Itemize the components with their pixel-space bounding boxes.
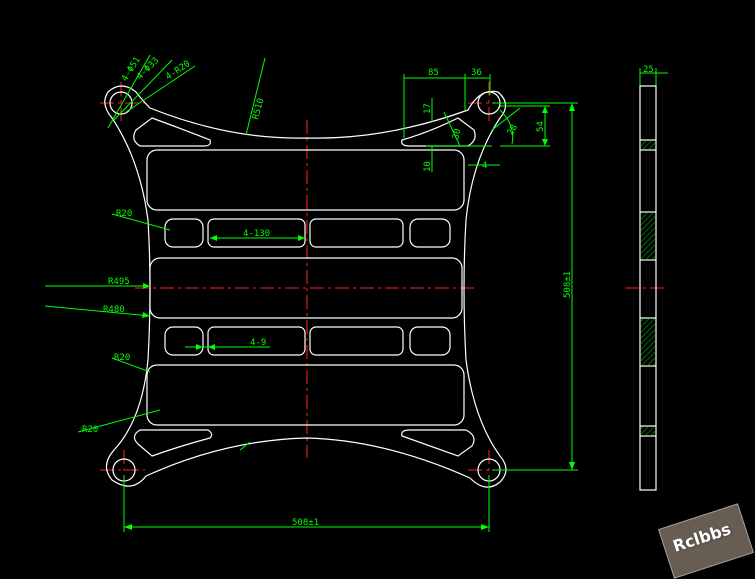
label-r20-lower: R20 (82, 425, 98, 435)
hole-top-left (109, 91, 133, 115)
label-d17: 17 (423, 103, 433, 114)
label-d54: 54 (536, 121, 546, 132)
label-r510: R510 (251, 97, 266, 121)
label-r20-mid: R20 (114, 353, 130, 363)
label-height: 508±1 (563, 271, 573, 298)
slot-small-1d (409, 218, 451, 248)
label-d36: 36 (471, 68, 482, 78)
label-d28: 28 (506, 123, 520, 137)
slot-small-2c (309, 326, 404, 356)
arrow-r480 (142, 312, 150, 318)
cutout-top-right (401, 117, 476, 147)
dim-28-leader (491, 107, 521, 131)
arrow-54-top (542, 106, 548, 113)
arrow-130-right (298, 235, 305, 241)
leader-hole-dia2 (113, 59, 173, 121)
leader-r20-mid (111, 357, 151, 373)
leader-r510 (245, 57, 266, 136)
arrow-r495 (143, 283, 150, 289)
leader-r20-upper (111, 213, 171, 231)
arrow-54-bot (542, 139, 548, 146)
dimension-labels: 4-Φ51 4-Φ33 4-R20 R510 85 36 17 30 10 54… (82, 55, 654, 528)
label-r495: R495 (108, 277, 130, 287)
arrow-width-left (124, 524, 132, 530)
leader-bottom-arc (239, 441, 251, 451)
hatch-section-2 (641, 212, 655, 260)
slot-small-2b (207, 326, 306, 356)
arrow-width-right (481, 524, 489, 530)
cutout-bottom-right (401, 429, 475, 457)
cutout-top-left (133, 117, 211, 147)
label-d10: 10 (423, 161, 433, 172)
slot-middle-large (149, 257, 463, 319)
arrow-9-left (196, 344, 203, 350)
slot-lower-large (146, 364, 465, 426)
label-slot-9: 4-9 (250, 338, 266, 348)
label-r480: R480 (103, 305, 125, 315)
slot-small-1a (164, 218, 204, 248)
slot-small-2d (409, 326, 451, 356)
label-d4: 4 (482, 161, 487, 171)
slot-small-1c (309, 218, 404, 248)
hatch-section-1 (641, 141, 655, 150)
side-view-hatching (641, 141, 655, 436)
arrow-9-right (208, 344, 215, 350)
label-d85: 85 (428, 68, 439, 78)
arrowheads (124, 103, 575, 530)
label-width: 508±1 (292, 518, 319, 528)
label-r20-upper: R20 (116, 209, 132, 219)
leader-r20-lower (77, 409, 161, 433)
leader-r480 (44, 305, 151, 317)
label-thickness: 25 (643, 65, 654, 75)
hatch-section-3 (641, 318, 655, 366)
slot-small-2a (164, 326, 204, 356)
leader-hole-dia (107, 54, 151, 129)
label-slot-130: 4-130 (243, 229, 270, 239)
arrow-height-top (569, 103, 575, 111)
cutout-bottom-left (133, 429, 213, 457)
label-d30: 30 (451, 128, 463, 141)
arrow-130-left (210, 235, 217, 241)
hatch-section-4 (641, 427, 655, 436)
side-view-body (639, 85, 657, 491)
dim-30-line (443, 111, 461, 147)
arrow-height-bot (569, 462, 575, 470)
slot-upper-large (146, 149, 465, 211)
slot-small-1b (207, 218, 306, 248)
dim-28-arc (499, 109, 514, 145)
leader-corner-r (125, 65, 196, 113)
dimension-lines (44, 54, 668, 532)
